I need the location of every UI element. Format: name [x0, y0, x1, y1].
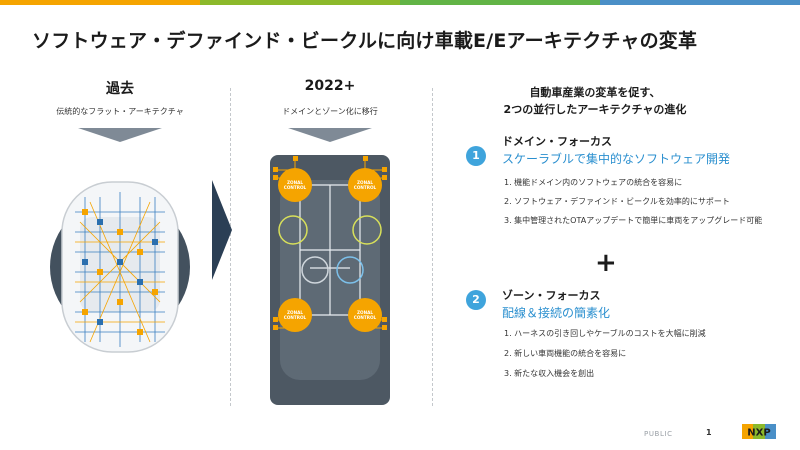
zonal-label-tr-1: ZONAL	[357, 180, 373, 185]
brand-bar-olive	[200, 0, 400, 5]
section2-bullet: 3. 新たな収入機会を創出	[504, 369, 595, 378]
zonal-label-bl-2: CONTROL	[284, 315, 307, 320]
section1-number-badge: 1	[466, 146, 486, 166]
section1-bullet: 3. 集中管理されたOTAアップデートで簡単に車両をアップグレード可能	[504, 216, 763, 225]
divider-right	[432, 88, 433, 406]
left-subheading: 伝統的なフラット・アーキテクチャ	[56, 107, 184, 116]
zonal-label-br-2: CONTROL	[354, 315, 377, 320]
middle-subheading: ドメインとゾーン化に移行	[282, 107, 378, 116]
brand-bar-orange	[0, 0, 200, 5]
right-title-line1: 自動車産業の変革を促す、	[529, 86, 661, 99]
nxp-logo: NXP	[742, 424, 776, 439]
section2-bullet: 1. ハーネスの引き回しやケーブルのコストを大幅に削減	[504, 329, 706, 338]
plus-sign: +	[595, 248, 617, 278]
zonal-label-tl-1: ZONAL	[287, 180, 303, 185]
zonal-label-tl-2: CONTROL	[284, 185, 307, 190]
section1-subheading: スケーラブルで集中的なソフトウェア開発	[502, 152, 731, 166]
zonal-label-bl-1: ZONAL	[287, 310, 303, 315]
zonal-architecture-illustration: ZONAL CONTROL ZONAL CONTROL ZONAL CONTRO…	[265, 150, 395, 410]
traditional-car-illustration	[40, 172, 200, 357]
classification-label: PUBLIC	[644, 430, 673, 438]
right-title: 自動車産業の変革を促す、 2つの並行したアーキテクチャの進化	[470, 84, 720, 118]
zonal-label-tr-2: CONTROL	[354, 185, 377, 190]
right-title-line2: 2つの並行したアーキテクチャの進化	[503, 103, 687, 116]
transition-arrow	[212, 180, 232, 280]
section1-heading: ドメイン・フォーカス	[502, 135, 612, 148]
middle-heading: 2022+	[304, 78, 356, 94]
left-heading: 過去	[106, 81, 134, 97]
zonal-label-br-1: ZONAL	[357, 310, 373, 315]
section2-bullet: 2. 新しい車両機能の統合を容易に	[504, 349, 627, 358]
section1-bullet: 1. 機能ドメイン内のソフトウェアの統合を容易に	[504, 178, 683, 187]
section1-bullet: 2. ソフトウェア・デファインド・ビークルを効率的にサポート	[504, 197, 730, 206]
section2-number-badge: 2	[466, 290, 486, 310]
page-number: 1	[706, 428, 712, 437]
slide-title: ソフトウェア・デファインド・ビークルに向け車載E/Eアーキテクチャの変革	[32, 30, 698, 52]
middle-chevron	[288, 128, 372, 142]
nxp-logo-text: NXP	[747, 428, 770, 439]
section2-subheading: 配線＆接続の簡素化	[502, 306, 611, 320]
brand-bar-blue	[600, 0, 800, 5]
section2-heading: ゾーン・フォーカス	[502, 289, 601, 302]
brand-color-bar	[0, 0, 800, 5]
brand-bar-green	[400, 0, 600, 5]
left-chevron	[78, 128, 162, 142]
